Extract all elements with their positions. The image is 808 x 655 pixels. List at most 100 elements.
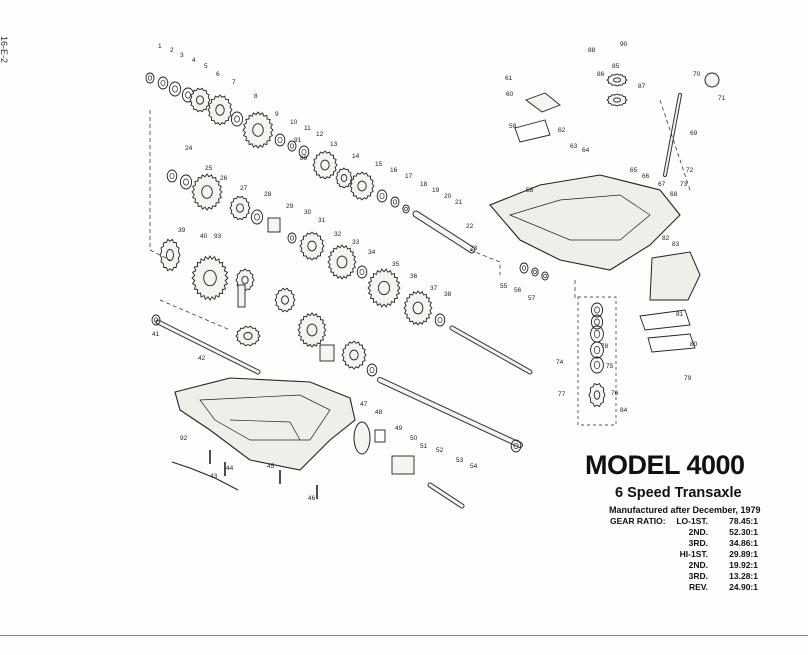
part-callout-number: 63 bbox=[570, 143, 578, 150]
washer-hole bbox=[172, 85, 178, 93]
part-callout-number: 79 bbox=[684, 375, 692, 382]
part-callout-number: 39 bbox=[178, 227, 186, 234]
washer-hole bbox=[183, 178, 189, 186]
gear-part bbox=[297, 312, 327, 348]
gear-hub bbox=[377, 280, 391, 296]
part-callout-number: 12 bbox=[316, 131, 324, 138]
spacer-block bbox=[267, 217, 281, 233]
brake-lever bbox=[391, 455, 415, 475]
washer-hole bbox=[359, 268, 365, 276]
part-callout-number: 27 bbox=[240, 185, 248, 192]
part-callout-number: 54 bbox=[470, 463, 478, 470]
part-callout-number: 92 bbox=[180, 435, 188, 442]
pin-part bbox=[237, 284, 246, 308]
page-bottom-rule bbox=[0, 635, 808, 636]
gear-name: HI-1ST. bbox=[679, 549, 708, 559]
gear-part bbox=[606, 93, 628, 107]
gear-hub bbox=[320, 159, 330, 171]
washer-hole bbox=[594, 318, 600, 326]
gear-part bbox=[312, 150, 338, 180]
part-callout-number: 25 bbox=[205, 165, 213, 172]
part-callout-number: 76 bbox=[611, 390, 619, 397]
part-callout-number: 58 bbox=[526, 187, 534, 194]
gear-part bbox=[588, 383, 606, 407]
gear-hub bbox=[281, 295, 289, 305]
gear-hub bbox=[252, 123, 264, 137]
washer-hole bbox=[404, 206, 408, 212]
part-callout-number: 70 bbox=[693, 71, 701, 78]
gear-ratio-row: REV.24.90:1 bbox=[610, 582, 758, 593]
part-callout-number: 19 bbox=[432, 187, 440, 194]
washer-part bbox=[151, 314, 161, 326]
assembly-line bbox=[159, 299, 231, 331]
part-callout-number: 57 bbox=[528, 295, 536, 302]
washer-part bbox=[366, 363, 378, 377]
gear-part bbox=[242, 111, 274, 149]
part-callout-number: 21 bbox=[455, 199, 463, 206]
part-callout-number: 22 bbox=[466, 223, 474, 230]
gear-name: 3RD. bbox=[688, 538, 708, 548]
part-callout-number: 42 bbox=[198, 355, 206, 362]
assembly-line bbox=[659, 99, 691, 191]
shift-fork bbox=[514, 119, 551, 143]
lower-housing-cavity bbox=[199, 394, 331, 441]
washer-part bbox=[590, 325, 604, 343]
gear-part bbox=[229, 195, 251, 221]
washer-part bbox=[510, 439, 522, 453]
part-callout-number: 14 bbox=[352, 153, 360, 160]
part-callout-number: 81 bbox=[676, 311, 684, 318]
part-callout-number: 84 bbox=[620, 407, 628, 414]
washer-hole bbox=[593, 361, 601, 369]
shaft-highlight bbox=[428, 483, 464, 508]
gear-hub bbox=[412, 301, 424, 315]
washer-part bbox=[531, 267, 539, 277]
washer-part bbox=[376, 189, 388, 203]
part-callout-number: 71 bbox=[718, 95, 726, 102]
part-callout-number: 68 bbox=[670, 191, 678, 198]
gear-hub bbox=[196, 95, 204, 105]
gear-ratio-row: 3RD.34.86:1 bbox=[610, 538, 758, 549]
gear-part bbox=[335, 167, 353, 189]
gear-name: 2ND. bbox=[688, 527, 708, 537]
part-callout-number: 64 bbox=[582, 147, 590, 154]
model-title: MODEL 4000 bbox=[585, 450, 745, 480]
washer-part bbox=[390, 196, 400, 208]
part-callout-number: 66 bbox=[642, 173, 650, 180]
gear-hub bbox=[307, 240, 317, 252]
washer-hole bbox=[254, 213, 260, 221]
gear-part bbox=[299, 231, 325, 261]
upper-housing-cavity bbox=[508, 194, 651, 241]
washer-part bbox=[274, 133, 286, 147]
gear-hub bbox=[241, 275, 249, 285]
part-callout-number: 44 bbox=[226, 465, 234, 472]
part-callout-number: 45 bbox=[267, 463, 275, 470]
washer-part bbox=[402, 204, 410, 214]
washer-part bbox=[590, 356, 604, 374]
part-callout-number: 32 bbox=[334, 231, 342, 238]
gear-ratio-row: GEAR RATIO:LO-1ST.78.45:1 bbox=[610, 516, 758, 527]
washer-hole bbox=[147, 75, 153, 81]
washer-hole bbox=[593, 330, 601, 338]
gear-ratio-value: 24.90:1 bbox=[729, 582, 758, 592]
gear-part bbox=[274, 287, 296, 313]
part-callout-number: 50 bbox=[410, 435, 418, 442]
washer-part bbox=[250, 209, 264, 225]
gear-part bbox=[606, 73, 628, 87]
part-callout-number: 16 bbox=[390, 167, 398, 174]
part-callout-number: 82 bbox=[662, 235, 670, 242]
part-callout-number: 75 bbox=[606, 363, 614, 370]
washer-hole bbox=[594, 306, 600, 314]
shift-knob bbox=[704, 72, 720, 88]
washer-part bbox=[168, 81, 182, 97]
gear-hub bbox=[215, 104, 225, 116]
washer-part bbox=[287, 232, 297, 244]
part-callout-number: 7 bbox=[232, 79, 236, 86]
part-callout-number: 59 bbox=[509, 123, 517, 130]
washer-part bbox=[519, 262, 529, 274]
washer-part bbox=[356, 265, 368, 279]
assembly-line bbox=[149, 110, 171, 261]
part-callout-number: 80 bbox=[690, 341, 698, 348]
part-callout-number: 13 bbox=[330, 141, 338, 148]
